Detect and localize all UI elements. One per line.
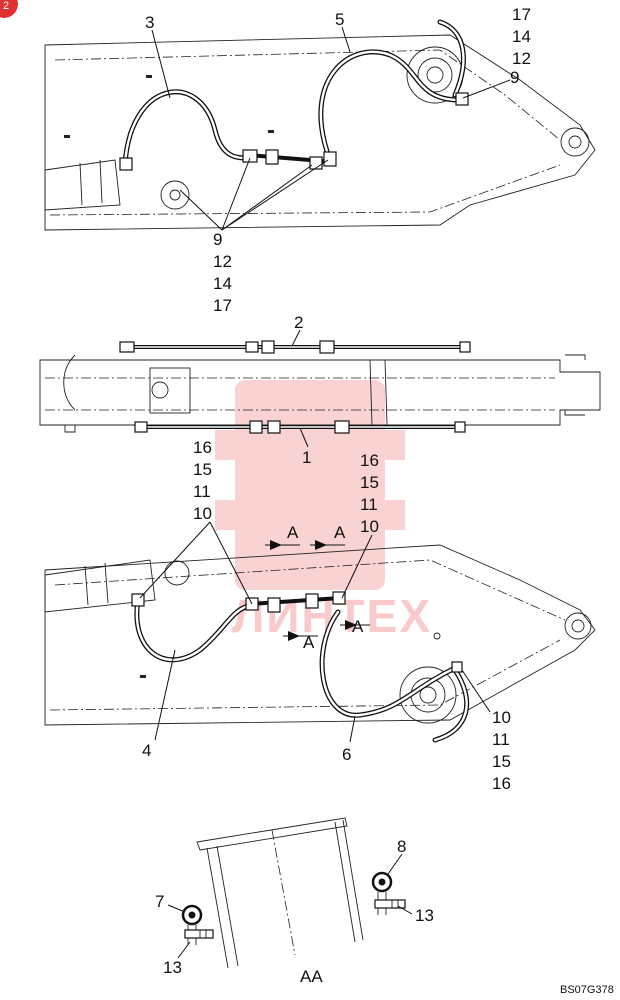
- label-3: 3: [145, 13, 154, 32]
- boom-view-plan: 2 1: [39, 313, 601, 467]
- corner-badge: 2: [0, 0, 18, 18]
- stack-right-3: 12: [512, 49, 531, 68]
- section-mark-1: A: [287, 523, 299, 542]
- stack-right-4: 10: [360, 517, 379, 536]
- stack-right-2: 14: [512, 27, 531, 46]
- label-9-right: 9: [510, 68, 519, 87]
- stack-bottom-right-3: 15: [492, 752, 511, 771]
- section-title: AA: [300, 967, 323, 986]
- stack-right-1: 16: [360, 451, 379, 470]
- stack-left-1: 16: [193, 438, 212, 457]
- boom-view-top: 3 5 9 17 14 12 9 12 14 17: [44, 5, 596, 315]
- label-2: 2: [294, 313, 303, 332]
- stack-bottom-1: 9: [213, 230, 222, 249]
- boom-view-bottom: A A A A 16 15 11 10 16 15 11 10 10 11 15…: [44, 438, 596, 793]
- stack-bottom-2: 12: [213, 252, 232, 271]
- stack-bottom-right-4: 16: [492, 774, 511, 793]
- label-13-left: 13: [163, 958, 182, 977]
- badge-text: 2: [3, 0, 9, 12]
- label-8: 8: [397, 837, 406, 856]
- section-aa-detail: 7 8 13 13 AA: [155, 817, 434, 986]
- label-1: 1: [302, 448, 311, 467]
- label-6: 6: [342, 745, 351, 764]
- label-13-right: 13: [415, 906, 434, 925]
- label-7: 7: [155, 892, 164, 911]
- section-mark-group: A A A A: [265, 523, 370, 652]
- stack-bottom-4: 17: [213, 296, 232, 315]
- stack-left-4: 10: [193, 504, 212, 523]
- stack-bottom-right-1: 10: [492, 708, 511, 727]
- stack-bottom-right-2: 11: [492, 730, 510, 749]
- stack-right-2: 15: [360, 473, 379, 492]
- stack-bottom-3: 14: [213, 274, 232, 293]
- label-5: 5: [335, 10, 344, 29]
- label-4: 4: [142, 741, 151, 760]
- section-mark-2: A: [334, 523, 346, 542]
- stack-right-1: 17: [512, 5, 531, 24]
- drawing-code: BS07G378: [560, 984, 614, 996]
- stack-left-3: 11: [193, 482, 211, 501]
- section-mark-3: A: [303, 633, 315, 652]
- stack-right-3: 11: [360, 495, 378, 514]
- stack-left-2: 15: [193, 460, 212, 479]
- section-mark-4: A: [352, 617, 364, 636]
